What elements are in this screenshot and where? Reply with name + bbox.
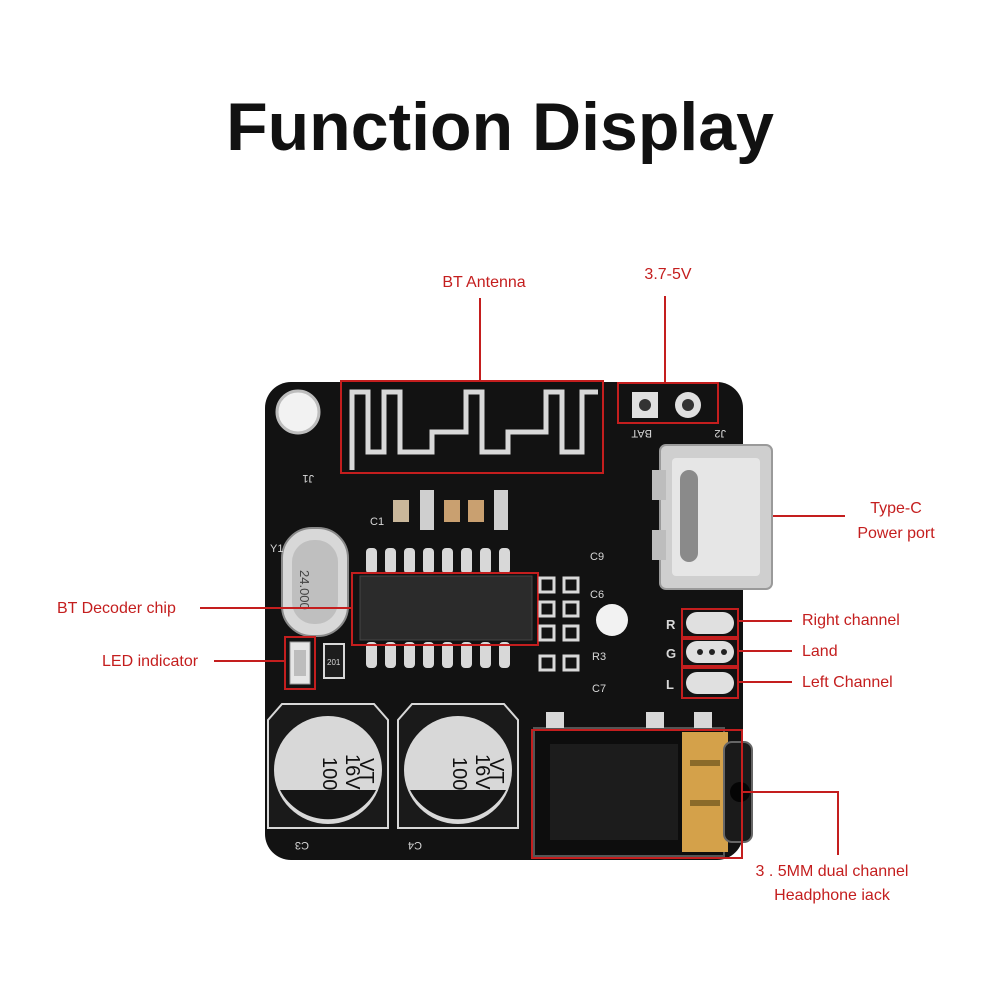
label-type-c-line1: Type-C [870, 500, 922, 517]
y1-mark: Y1 [270, 543, 283, 555]
chip-pins-bottom [366, 642, 510, 668]
svg-text:C3: C3 [295, 839, 309, 851]
led-highlight-box [284, 636, 316, 690]
pad-r-mark: R [666, 617, 676, 632]
jack-highlight-box [531, 729, 743, 859]
page-title: Function Display [226, 89, 774, 165]
bat-highlight-box [617, 382, 719, 424]
c1-mark: C1 [370, 516, 384, 528]
label-type-c-line2: Power port [857, 525, 935, 542]
svg-text:VT: VT [485, 758, 507, 784]
c6-mark: C6 [590, 589, 604, 601]
label-bt-decoder: BT Decoder chip [57, 600, 176, 617]
label-right-channel: Right channel [802, 612, 900, 629]
label-jack-line2: Headphone iack [774, 887, 891, 904]
c9-mark: C9 [590, 551, 604, 563]
label-bt-antenna: BT Antenna [442, 274, 525, 291]
chip-pins-top [366, 548, 510, 574]
pad-right-channel [686, 612, 734, 634]
r3-mark: R3 [592, 651, 606, 663]
headphone-jack [533, 712, 753, 857]
antenna-highlight-box [340, 380, 604, 474]
bt-decoder-chip [359, 575, 533, 641]
mounting-hole [275, 389, 321, 435]
bat-mark: BAT [631, 427, 652, 439]
board-hole-small [596, 604, 628, 636]
label-led: LED indicator [102, 653, 199, 670]
pad-g-mark: G [666, 646, 676, 661]
antenna-trace [349, 389, 598, 470]
label-left-channel: Left Channel [802, 674, 893, 691]
svg-text:C4: C4 [408, 839, 422, 851]
resistor-mark: 201 [327, 658, 341, 667]
label-land: Land [802, 643, 838, 660]
j1-mark: J1 [302, 472, 314, 484]
resistor [323, 643, 345, 679]
label-voltage: 3.7-5V [644, 266, 691, 283]
label-jack-line1: 3 . 5MM dual channel [756, 863, 909, 880]
smd-component [393, 500, 409, 522]
pad-g-highlight-box [681, 638, 739, 667]
crystal-mark: 24.000 [297, 570, 312, 610]
pad-left-channel [686, 672, 734, 694]
capacitor-right: 100 16V VT C4 [397, 703, 519, 851]
capacitor-left: 100 16V VT C3 [267, 703, 389, 851]
svg-text:16V: 16V [471, 754, 493, 790]
pad-r-highlight-box [681, 608, 739, 638]
leader-lines [200, 296, 845, 855]
c7-mark: C7 [592, 683, 606, 695]
svg-text:100: 100 [448, 757, 470, 790]
svg-text:100: 100 [318, 757, 340, 790]
pad-l-mark: L [666, 677, 674, 692]
pad-grid [538, 576, 580, 672]
j2-mark: J2 [714, 427, 726, 439]
svg-text:VT: VT [355, 758, 377, 784]
svg-text:16V: 16V [341, 754, 363, 790]
